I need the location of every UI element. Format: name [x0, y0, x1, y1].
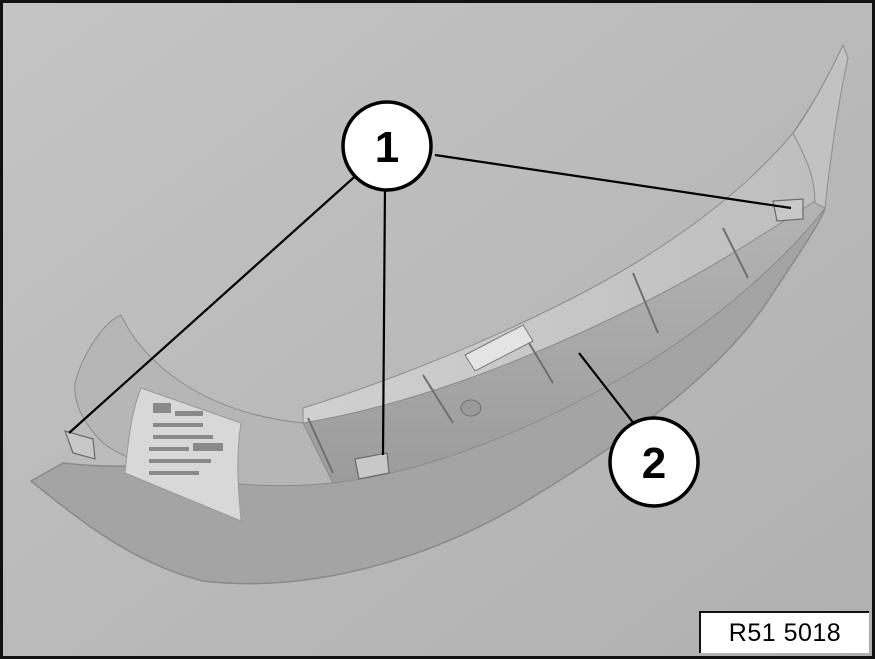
leader-line-2 — [578, 352, 636, 426]
clip-middle — [354, 452, 390, 480]
clip-left — [64, 430, 96, 460]
clip-right — [772, 198, 804, 222]
trim-panel-right-tail — [792, 43, 849, 209]
info-sticker — [124, 387, 242, 522]
leader-lines-1 — [68, 153, 792, 456]
callout-1-label: 1 — [375, 123, 399, 172]
callout-1: 1 — [341, 100, 433, 192]
reference-code: R51 5018 — [699, 611, 869, 653]
top-tab — [464, 324, 534, 372]
sticker-print — [149, 403, 223, 475]
callout-2: 2 — [608, 416, 700, 508]
trim-panel-illustration: 1 2 — [3, 3, 872, 656]
callout-2-label: 2 — [642, 439, 666, 488]
round-boss — [460, 399, 482, 417]
